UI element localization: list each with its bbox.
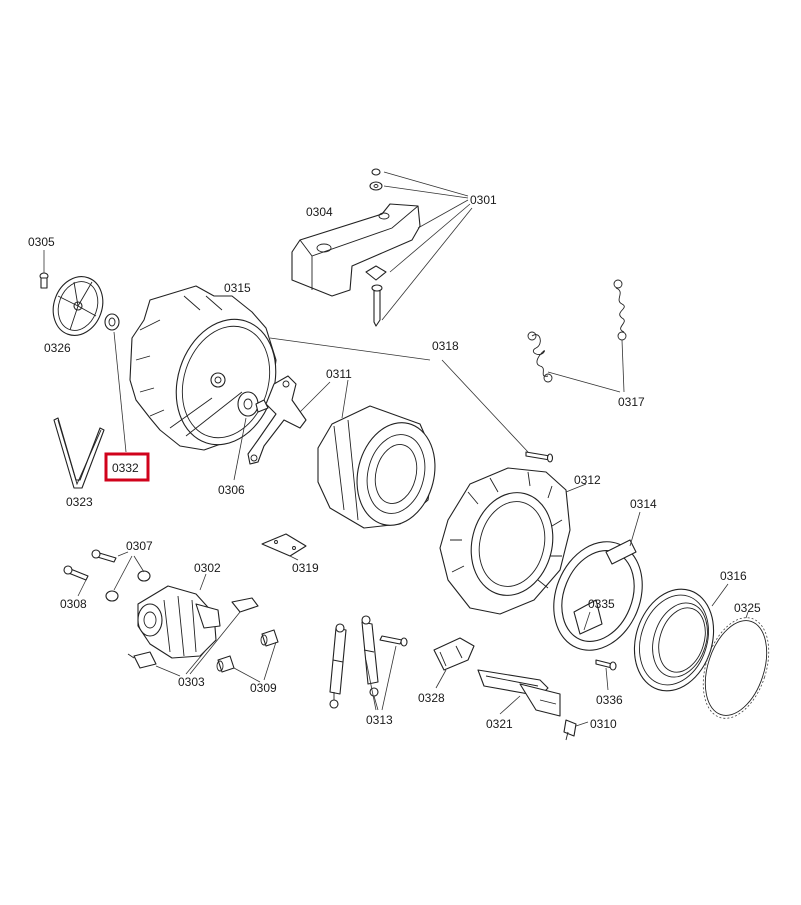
part-0305-screw: [39, 250, 49, 289]
label-0309: 0309: [250, 681, 277, 695]
part-0328-bracket: [433, 637, 475, 689]
label-0310: 0310: [590, 717, 617, 731]
part-0317-springs: [527, 279, 627, 393]
label-0302: 0302: [194, 561, 221, 575]
label-0307: 0307: [126, 539, 153, 553]
part-0310-sensor: [563, 719, 589, 741]
label-0332: 0332: [112, 461, 139, 475]
part-0321-heater: [477, 669, 561, 717]
part-0311-bracket-arm: [247, 375, 331, 465]
label-0321: 0321: [486, 717, 513, 731]
part-0311-drum: [317, 379, 436, 529]
label-0326: 0326: [44, 341, 71, 355]
part-0326-pulley: [52, 276, 104, 336]
label-0315: 0315: [224, 281, 251, 295]
part-0306-axle: [233, 391, 269, 481]
part-0314-ring: [553, 511, 643, 651]
part-0319-plate: [261, 533, 307, 561]
part-0301-fasteners: [365, 168, 473, 327]
part-0312-front-tub: [439, 467, 587, 615]
label-0335: 0335: [588, 597, 615, 611]
label-0313: 0313: [366, 713, 393, 727]
label-0323: 0323: [66, 495, 93, 509]
part-0309-bushings: [216, 629, 279, 683]
highlight-box-0332: [104, 452, 150, 482]
part-0323-belt: [53, 417, 105, 489]
label-0311: 0311: [326, 367, 352, 381]
part-labels: 0301 0302 0303 0304 0305 0306 0307 0308 …: [28, 193, 761, 731]
label-0303: 0303: [178, 675, 205, 689]
label-0304: 0304: [306, 205, 333, 219]
part-0318-tie-rod: [269, 337, 554, 463]
part-0332-nut: [104, 313, 127, 453]
label-0306: 0306: [218, 483, 245, 497]
label-0325: 0325: [734, 601, 761, 615]
label-0317: 0317: [618, 395, 645, 409]
label-0316: 0316: [720, 569, 747, 583]
part-0304-bracket: [291, 203, 421, 297]
label-0336: 0336: [596, 693, 623, 707]
part-0303-clips: [127, 611, 241, 677]
label-0308: 0308: [60, 597, 87, 611]
part-0325-clamp-ring: [702, 611, 770, 719]
part-0313-dampers: [329, 615, 408, 711]
label-0312: 0312: [574, 473, 601, 487]
leader-0335: [583, 611, 591, 631]
part-0336-screw: [595, 659, 617, 691]
label-0319: 0319: [292, 561, 319, 575]
label-0301: 0301: [470, 193, 497, 207]
label-0314: 0314: [630, 497, 657, 511]
part-0307-0308-screws: [63, 549, 151, 602]
part-0316-gasket: [633, 583, 729, 692]
label-0305: 0305: [28, 235, 55, 249]
part-0302-motor: [137, 573, 259, 659]
label-0328: 0328: [418, 691, 445, 705]
label-0318: 0318: [432, 339, 459, 353]
